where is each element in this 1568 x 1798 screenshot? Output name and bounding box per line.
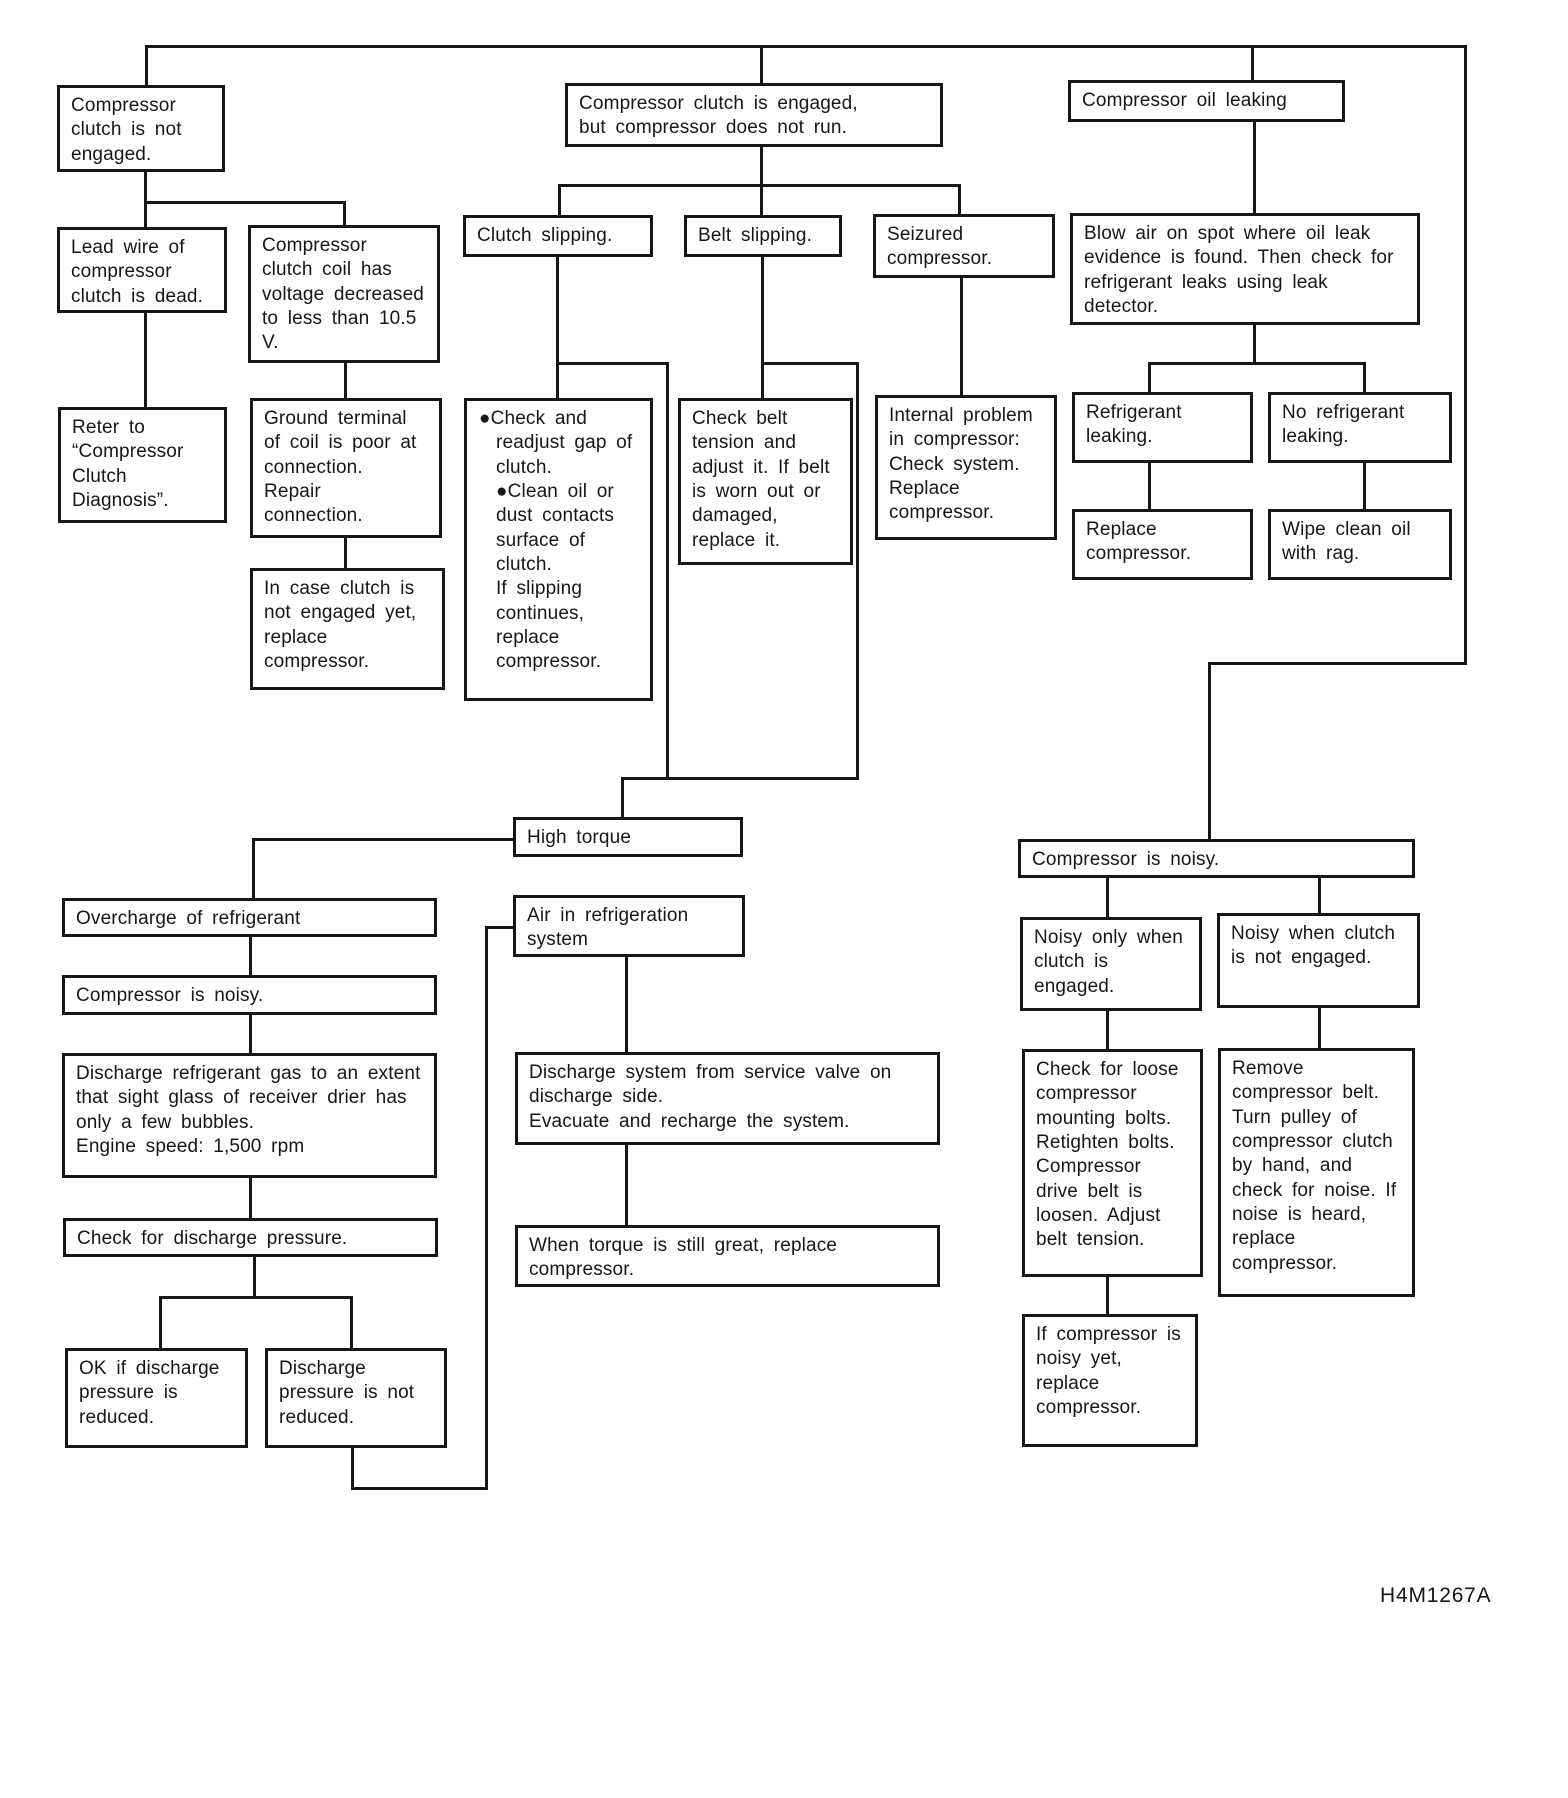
flowchart-node-d4: Discharge refrigerant gas to an extent t… — [62, 1053, 437, 1178]
flowchart-node-f6: If compressor is noisy yet, replace comp… — [1022, 1314, 1198, 1447]
flowchart-node-a6: In case clutch is not engaged yet, repla… — [250, 568, 445, 690]
flowchart-node-a2: Lead wire of compressor clutch is dead. — [57, 227, 227, 313]
flowchart-node-c5: Replace compressor. — [1072, 509, 1253, 580]
connector-line — [1318, 878, 1321, 916]
flowchart-node-f5: Remove compressor belt. Turn pulley of c… — [1218, 1048, 1415, 1297]
flowchart-node-e1: Air in refrigeration system — [513, 895, 745, 957]
flowchart-node-d5: Check for discharge pressure. — [63, 1218, 438, 1257]
flowchart-node-e2: Discharge system from service valve on d… — [515, 1052, 940, 1145]
connector-line — [1148, 463, 1151, 512]
connector-line — [625, 1145, 628, 1228]
connector-line — [144, 313, 147, 410]
connector-line — [159, 1296, 162, 1351]
connector-line — [621, 777, 859, 780]
connector-line — [1208, 662, 1211, 842]
connector-line — [556, 362, 669, 365]
connector-line — [1253, 325, 1256, 365]
connector-line — [249, 1015, 252, 1056]
connector-line — [558, 184, 961, 187]
connector-line — [856, 362, 859, 780]
connector-line — [343, 201, 346, 228]
connector-line — [252, 838, 516, 841]
flowchart-node-c2: Blow air on spot where oil leak evidence… — [1070, 213, 1420, 325]
connector-line — [760, 184, 763, 218]
connector-line — [1253, 122, 1256, 216]
connector-line — [1464, 45, 1467, 665]
flowchart-node-c4: No refrigerant leaking. — [1268, 392, 1452, 463]
connector-line — [1208, 662, 1467, 665]
flowchart-node-f4: Check for loose compressor mounting bolt… — [1022, 1049, 1203, 1277]
flowchart-node-f2: Noisy only when clutch is engaged. — [1020, 917, 1202, 1011]
flowchart-node-b6: Check belt tension and adjust it. If bel… — [678, 398, 853, 565]
figure-code-label: H4M1267A — [1380, 1584, 1492, 1607]
flowchart-node-e3: When torque is still great, replace comp… — [515, 1225, 940, 1287]
connector-line — [761, 257, 764, 401]
connector-line — [1106, 878, 1109, 920]
connector-line — [145, 45, 148, 88]
connector-line — [145, 45, 1467, 48]
connector-line — [625, 957, 628, 1055]
flowchart-node-d1: High torque — [513, 817, 743, 857]
flowchart-node-c6: Wipe clean oil with rag. — [1268, 509, 1452, 580]
connector-line — [960, 278, 963, 398]
connector-line — [760, 147, 763, 187]
connector-line — [558, 184, 561, 218]
connector-line — [485, 926, 488, 1490]
connector-line — [556, 257, 559, 401]
connector-line — [253, 1257, 256, 1299]
connector-line — [249, 1178, 252, 1221]
flowchart-node-d6: OK if discharge pressure is reduced. — [65, 1348, 248, 1448]
connector-line — [1318, 1008, 1321, 1051]
connector-line — [344, 538, 347, 571]
connector-line — [1148, 362, 1366, 365]
flowchart-node-a5: Ground terminal of coil is poor at conne… — [250, 398, 442, 538]
flowchart-node-d7: Discharge pressure is not reduced. — [265, 1348, 447, 1448]
connector-line — [144, 201, 346, 204]
connector-line — [1251, 45, 1254, 83]
connector-line — [1106, 1011, 1109, 1052]
connector-line — [958, 184, 961, 217]
connector-line — [159, 1296, 353, 1299]
connector-line — [1106, 1277, 1109, 1317]
connector-line — [351, 1448, 354, 1490]
connector-line — [1148, 362, 1151, 395]
flowchart-node-a3: Reter to “Compressor Clutch Diagnosis”. — [58, 407, 227, 523]
flowchart-node-d3: Compressor is noisy. — [62, 975, 437, 1015]
connector-line — [1363, 362, 1366, 395]
flowchart-node-f1: Compressor is noisy. — [1018, 839, 1415, 878]
connector-line — [1363, 463, 1366, 512]
connector-line — [666, 362, 669, 780]
flowchart-node-b5: ●Check and readjust gap of clutch. ●Clea… — [464, 398, 653, 701]
connector-line — [252, 838, 255, 901]
connector-line — [351, 1487, 488, 1490]
flowchart-node-d2: Overcharge of refrigerant — [62, 898, 437, 937]
flowchart-node-b1: Compressor clutch is engaged, but compre… — [565, 83, 943, 147]
flowchart-node-f3: Noisy when clutch is not engaged. — [1217, 913, 1420, 1008]
connector-line — [761, 362, 859, 365]
flowchart-node-a1: Compressor clutch is not engaged. — [57, 85, 225, 172]
flowchart-node-b3: Belt slipping. — [684, 215, 842, 257]
flowchart-node-b4: Seizured compressor. — [873, 214, 1055, 278]
flowchart-node-b7: Internal problem in compressor: Check sy… — [875, 395, 1057, 540]
connector-line — [344, 363, 347, 401]
flowchart-node-b2: Clutch slipping. — [463, 215, 653, 257]
connector-line — [350, 1296, 353, 1351]
connector-line — [249, 937, 252, 978]
connector-line — [485, 926, 515, 929]
flowchart-node-c3: Refrigerant leaking. — [1072, 392, 1253, 463]
flowchart-node-a4: Compressor clutch coil has voltage decre… — [248, 225, 440, 363]
flowchart-node-c1: Compressor oil leaking — [1068, 80, 1345, 122]
connector-line — [760, 45, 763, 86]
connector-line — [621, 777, 624, 820]
